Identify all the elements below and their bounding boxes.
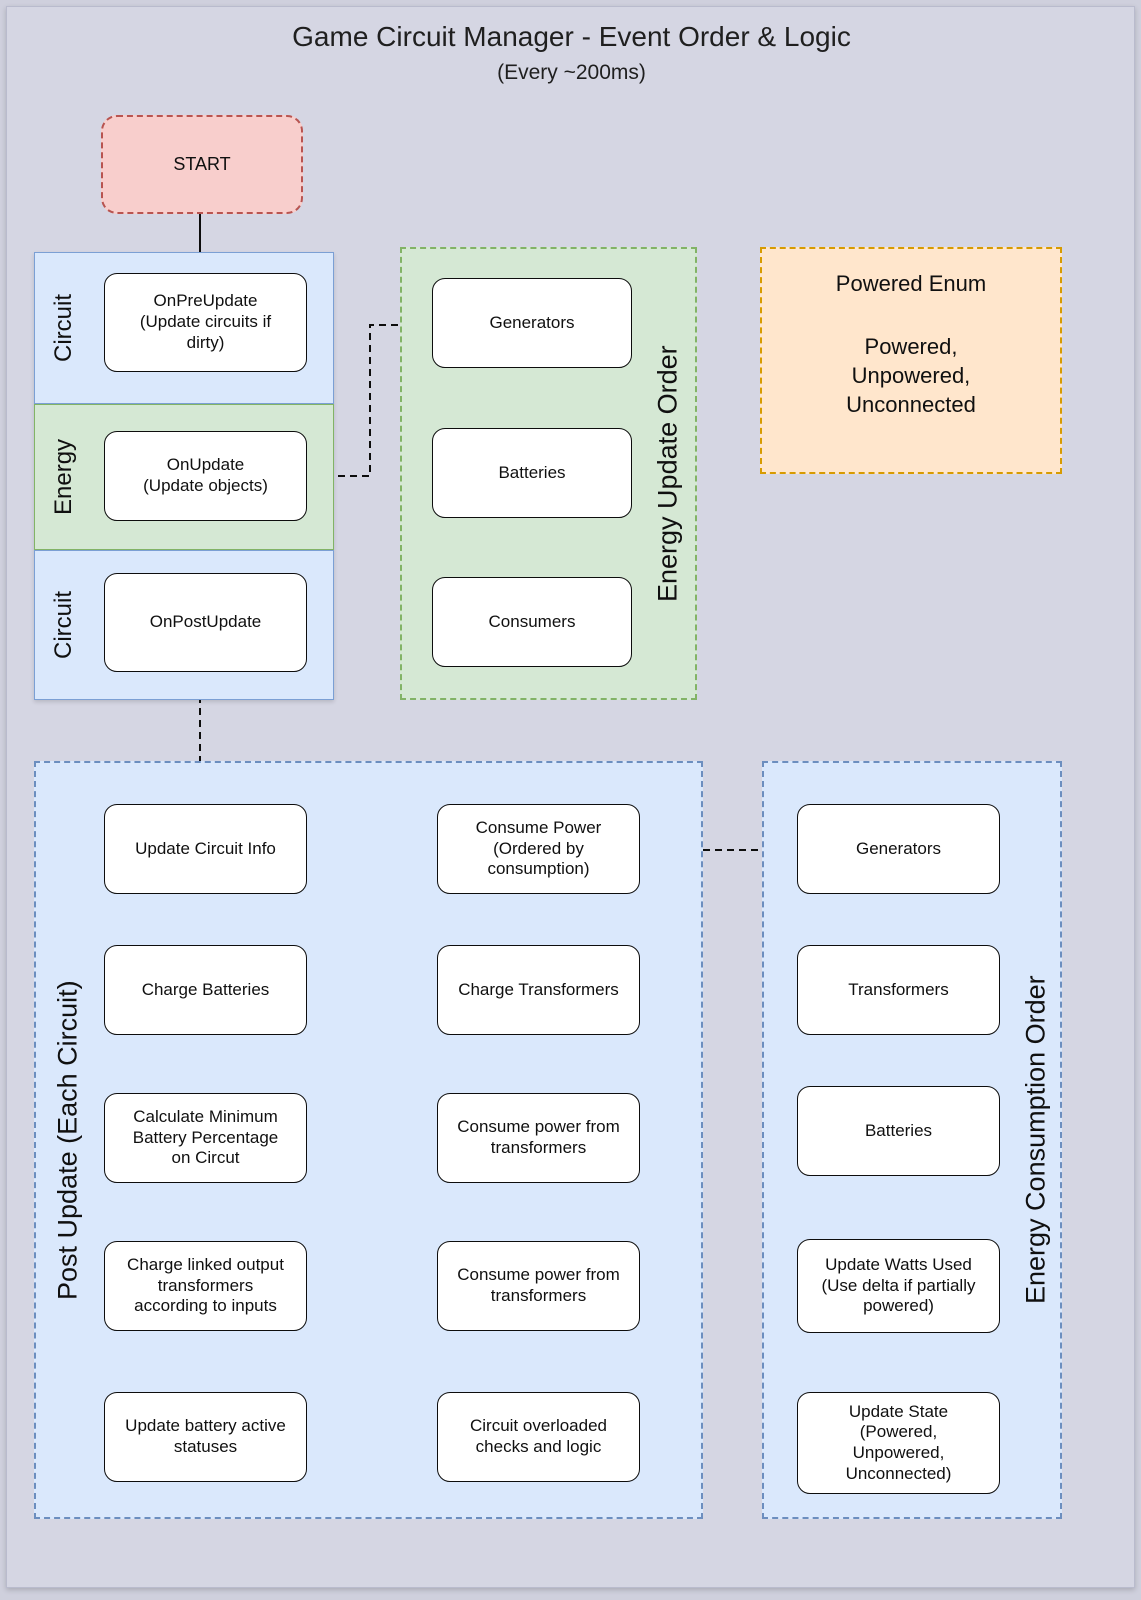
node-energy-consumers: Consumers (432, 577, 632, 667)
node-line: statuses (173, 1437, 238, 1456)
node-line: Consume Power (475, 817, 602, 837)
node-line: Consume power from (457, 1117, 620, 1137)
energy-consumption-order-label: Energy Consumption Order (1020, 975, 1051, 1305)
node-line: on Circut (171, 1148, 240, 1168)
node-line: Unpowered, (852, 1443, 945, 1462)
node-energy-generators: Generators (432, 278, 632, 368)
node-line: (Ordered by (493, 838, 584, 858)
energy-update-order-group: Generators Batteries Consumers Energy Up… (400, 247, 697, 700)
post-update-label: Post Update (Each Circuit) (52, 980, 83, 1300)
powered-enum-value: Unpowered, (851, 363, 971, 389)
node-consume-power-from-transformers-2: Consume power from transformers (437, 1241, 640, 1331)
node-line: OnPreUpdate (153, 291, 258, 311)
node-charge-linked-output-transformers: Charge linked output transformers accord… (104, 1241, 307, 1331)
post-update-group: Post Update (Each Circuit) Update Circui… (34, 761, 703, 1519)
node-line: Batteries (864, 1120, 933, 1140)
node-line: Update Circuit Info (135, 838, 276, 858)
node-line: Circuit overloaded (469, 1416, 607, 1436)
node-update-state: Update State (Powered, Unpowered, Unconn… (797, 1392, 1000, 1494)
node-line: checks and logic (475, 1437, 602, 1456)
node-line: OnUpdate (166, 455, 245, 475)
node-consume-power-from-transformers-1: Consume power from transformers (437, 1093, 640, 1183)
node-line: Unconnected) (845, 1463, 952, 1483)
node-onpreupdate: OnPreUpdate (Update circuits if dirty) (104, 273, 307, 372)
lane-label-circuit-bottom: Circuit (50, 591, 77, 660)
node-line: dirty) (186, 332, 225, 352)
node-onupdate: OnUpdate (Update objects) (104, 431, 307, 521)
diagram-canvas: Game Circuit Manager - Event Order & Log… (6, 6, 1135, 1588)
node-charge-transformers: Charge Transformers (437, 945, 640, 1035)
node-line: Generators (489, 312, 575, 332)
node-update-battery-active-statuses: Update battery active statuses (104, 1392, 307, 1482)
node-consumption-transformers: Transformers (797, 945, 1000, 1035)
node-line: Update State (848, 1401, 949, 1421)
node-circuit-overloaded-checks: Circuit overloaded checks and logic (437, 1392, 640, 1482)
powered-enum-group: Powered Enum Powered, Unpowered, Unconne… (760, 247, 1062, 474)
node-line: according to inputs (134, 1296, 277, 1316)
page-subtitle: (Every ~200ms) (497, 61, 646, 84)
node-consumption-batteries: Batteries (797, 1086, 1000, 1176)
node-onpostupdate: OnPostUpdate (104, 573, 307, 672)
node-line: Batteries (498, 462, 566, 482)
powered-enum-value: Unconnected (846, 392, 976, 418)
start-node: START (101, 115, 303, 214)
node-line: (Use delta if partially (821, 1275, 976, 1295)
node-update-circuit-info: Update Circuit Info (104, 804, 307, 894)
node-line: transformers (490, 1138, 587, 1157)
node-line: Transformers (848, 979, 949, 999)
lane-label-circuit-top: Circuit (50, 294, 77, 363)
lane-label-energy: Energy (50, 438, 77, 516)
powered-enum-value: Powered, (864, 334, 958, 360)
node-line: Charge Batteries (141, 979, 270, 999)
node-line: powered) (863, 1296, 934, 1316)
node-line: transformers (157, 1275, 254, 1295)
node-line: OnPostUpdate (149, 612, 262, 632)
node-line: Generators (855, 838, 942, 858)
start-label: START (173, 154, 231, 174)
page-title: Game Circuit Manager - Event Order & Log… (292, 21, 851, 52)
node-line: (Update objects) (143, 476, 268, 495)
node-line: Charge Transformers (458, 979, 619, 999)
swimlane-container: Circuit Energy Circuit OnPreUpdate (Upda… (34, 252, 334, 700)
node-line: transformers (490, 1286, 587, 1305)
node-line: (Powered, (859, 1422, 938, 1442)
node-consumption-generators: Generators (797, 804, 1000, 894)
node-line: Charge linked output (127, 1254, 284, 1274)
node-calculate-min-battery-percentage: Calculate Minimum Battery Percentage on … (104, 1093, 307, 1183)
node-line: Calculate Minimum (133, 1106, 278, 1126)
node-consume-power: Consume Power (Ordered by consumption) (437, 804, 640, 894)
node-line: Consume power from (457, 1265, 620, 1285)
node-charge-batteries: Charge Batteries (104, 945, 307, 1035)
node-line: Update battery active (125, 1416, 286, 1436)
powered-enum-title: Powered Enum (835, 271, 987, 296)
node-line: Update Watts Used (825, 1254, 972, 1274)
energy-update-order-label: Energy Update Order (652, 345, 683, 602)
node-update-watts-used: Update Watts Used (Use delta if partiall… (797, 1239, 1000, 1333)
node-energy-batteries: Batteries (432, 428, 632, 518)
node-line: consumption) (487, 859, 590, 879)
node-line: (Update circuits if (139, 312, 272, 332)
node-line: Battery Percentage (132, 1127, 279, 1147)
node-line: Consumers (488, 611, 576, 631)
energy-consumption-order-group: Generators Transformers Batteries Update… (762, 761, 1062, 1519)
